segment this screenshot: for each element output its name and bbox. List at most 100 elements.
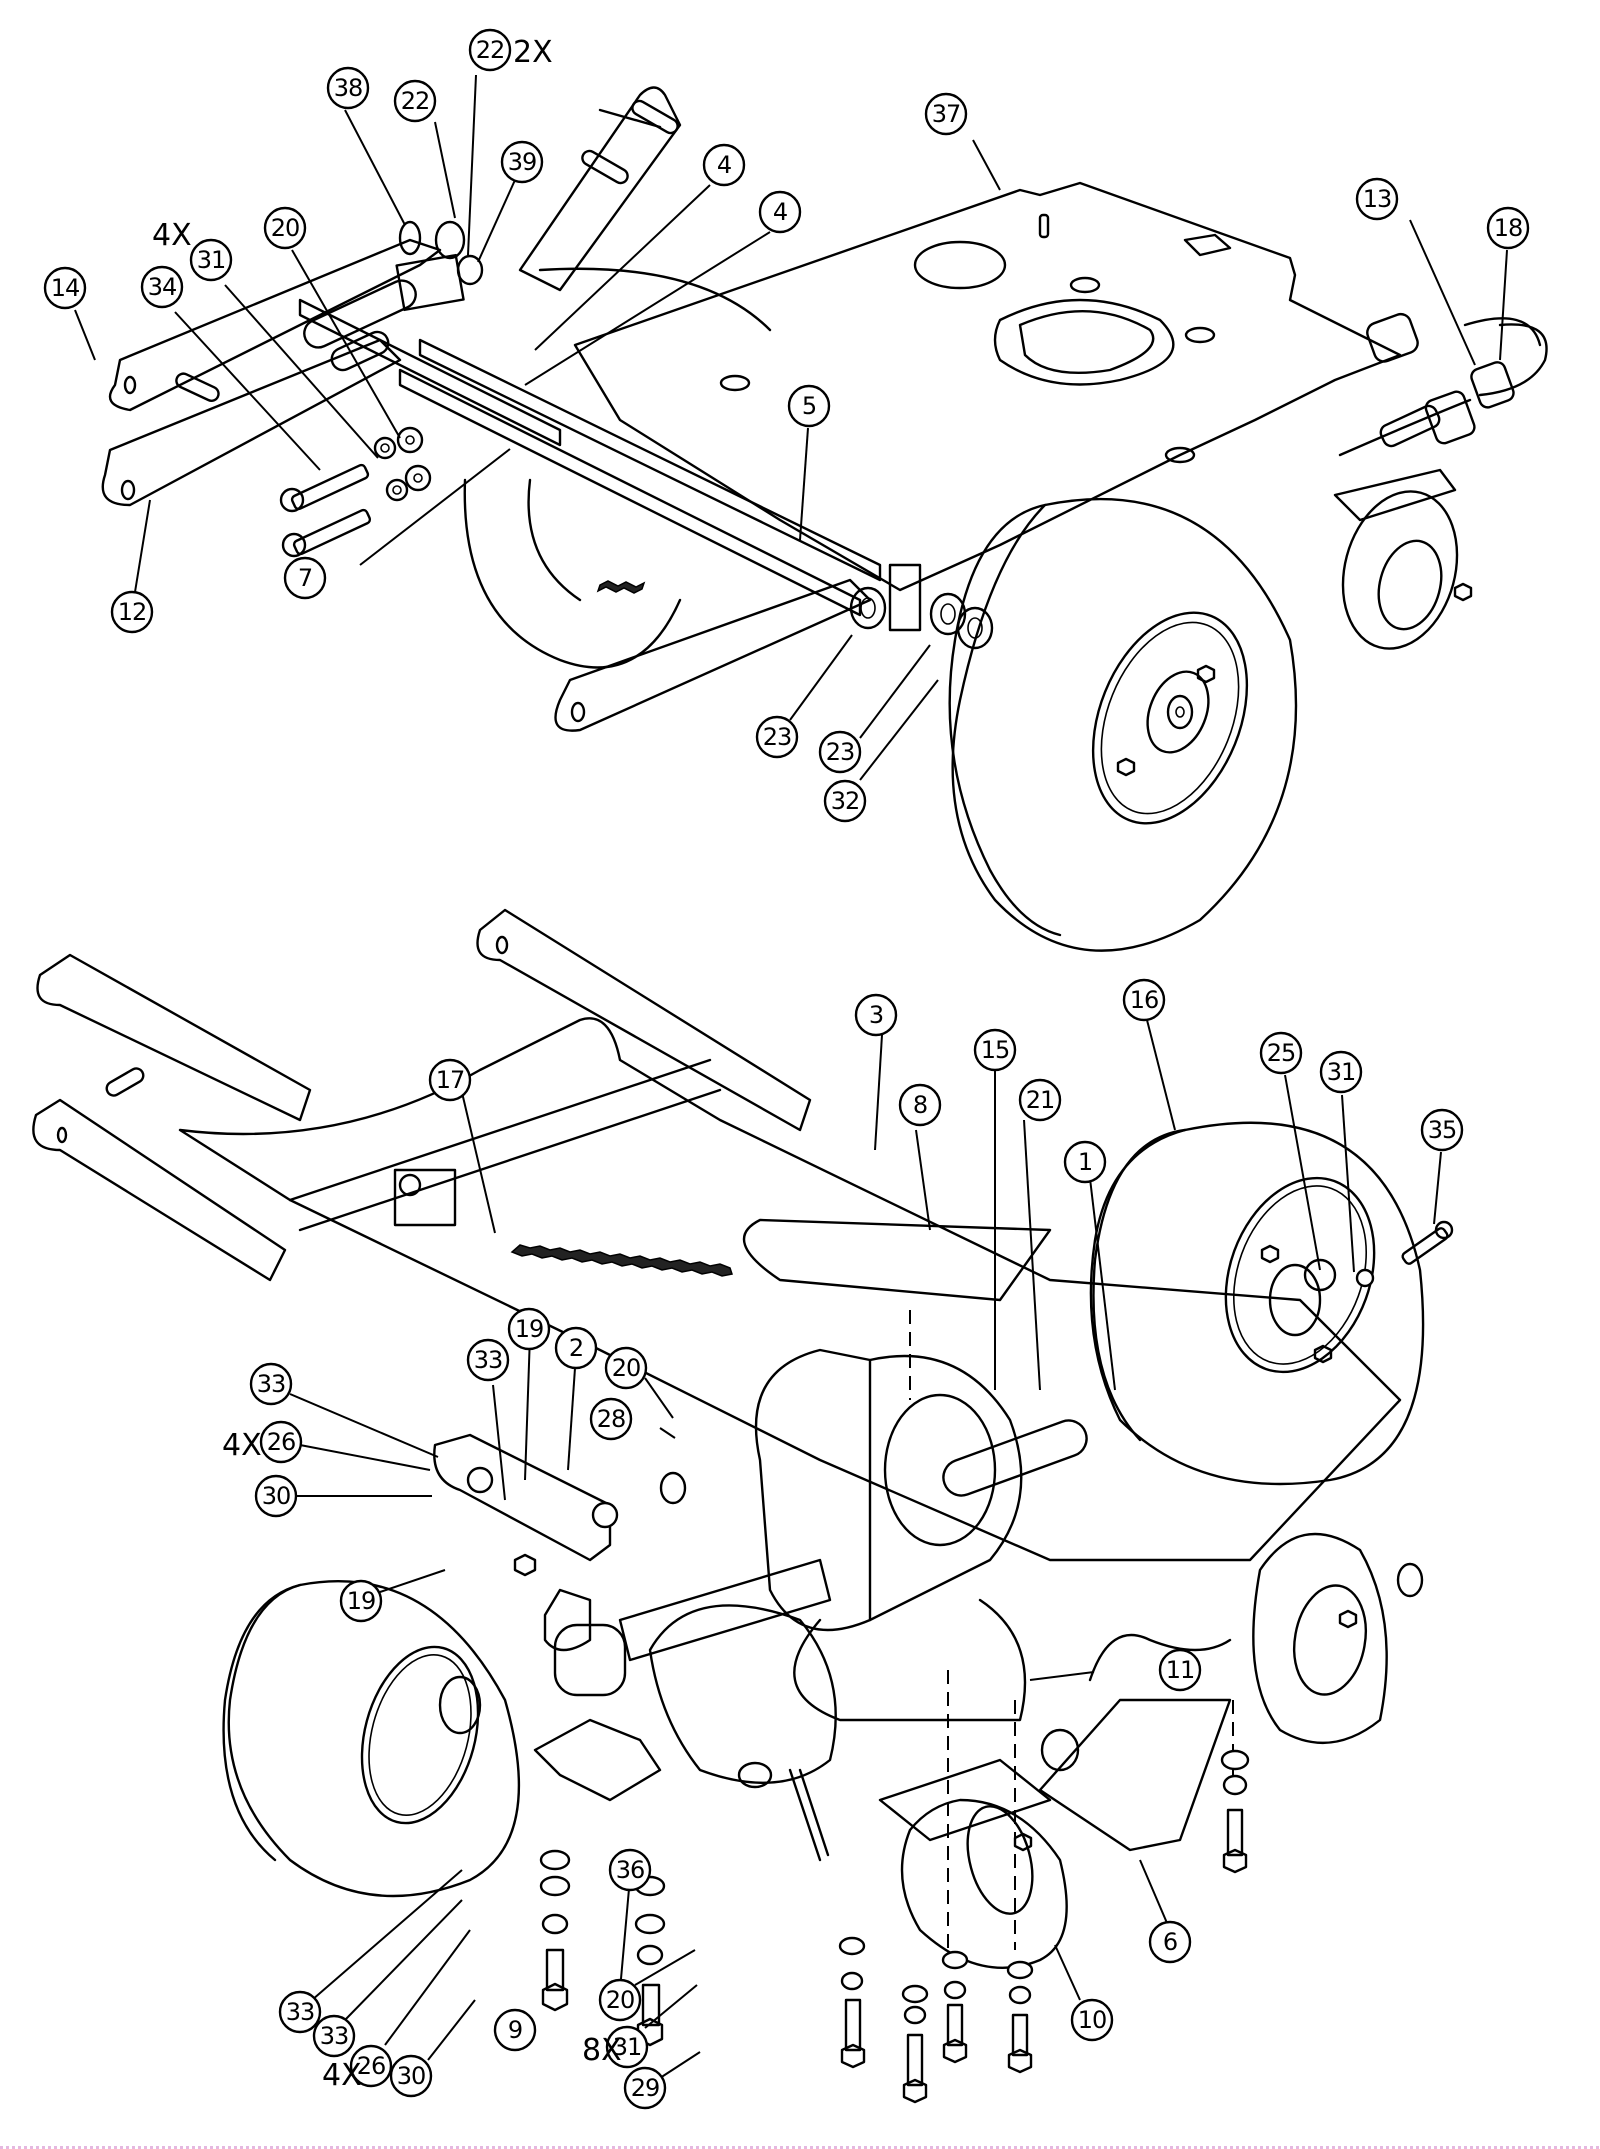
qty-2x: 2X <box>513 35 553 70</box>
knob-2 <box>659 1471 687 1505</box>
svg-text:35: 35 <box>1428 1116 1457 1144</box>
svg-text:7: 7 <box>298 564 312 592</box>
callout-29: 29 <box>623 2066 667 2110</box>
bracket-9 <box>533 1718 662 1802</box>
wheel-left <box>222 1580 662 1898</box>
svg-text:23: 23 <box>763 723 792 751</box>
front-arm <box>554 578 872 732</box>
hose-fittings <box>1338 312 1548 457</box>
callout-7: 7 <box>283 556 327 600</box>
svg-text:39: 39 <box>508 148 537 176</box>
mount-plate <box>742 1218 1052 1302</box>
callout-3: 3 <box>854 993 898 1037</box>
svg-text:30: 30 <box>397 2062 426 2090</box>
callout-18: 18 <box>1486 206 1530 250</box>
callout-5: 5 <box>787 384 831 428</box>
svg-text:1: 1 <box>1078 1148 1092 1176</box>
lower-assembly-view <box>32 908 1454 2104</box>
caster-wheel-10 <box>878 1758 1068 1969</box>
svg-text:8: 8 <box>913 1091 927 1119</box>
svg-text:17: 17 <box>436 1066 465 1094</box>
svg-text:25: 25 <box>1267 1039 1296 1067</box>
callout-6: 6 <box>1148 1920 1192 1964</box>
hose <box>1088 1633 1232 1682</box>
svg-text:31: 31 <box>197 246 226 274</box>
caster-wheel <box>1333 468 1473 650</box>
bracket <box>393 1168 457 1227</box>
callout-35: 35 <box>1420 1108 1464 1152</box>
chain <box>596 580 646 594</box>
qty-4x-lower: 4X <box>322 2058 362 2093</box>
svg-text:23: 23 <box>826 738 855 766</box>
qty-8x: 8X <box>582 2033 622 2068</box>
svg-text:2: 2 <box>569 1334 583 1362</box>
callout-20: 20 <box>263 206 307 250</box>
svg-text:33: 33 <box>320 2022 349 2050</box>
callout-30-upper: 30 <box>254 1474 298 1518</box>
callout-22-2x: 22 <box>468 28 512 72</box>
svg-text:3: 3 <box>869 1001 883 1029</box>
svg-text:26: 26 <box>357 2052 386 2080</box>
deck-hole <box>913 240 1007 290</box>
callouts: 22 2X 38 22 39 37 4 4 20 31 34 4X 14 13 … <box>43 28 1530 2110</box>
upper-assembly-view <box>101 86 1548 952</box>
callout-20-lower: 20 <box>604 1346 648 1390</box>
wheel-16 <box>1089 1121 1454 1486</box>
connector <box>737 1761 773 1789</box>
lower-arm-lower <box>32 1098 287 1282</box>
callout-26-upper: 26 <box>259 1420 303 1464</box>
callout-33c: 33 <box>278 1990 322 2034</box>
svg-text:33: 33 <box>286 1998 315 2026</box>
svg-text:4: 4 <box>717 151 731 179</box>
svg-text:6: 6 <box>1163 1928 1177 1956</box>
hardware-stack-right <box>1220 1749 1250 1874</box>
ring-pin-38 <box>398 220 422 256</box>
callout-4b: 4 <box>758 190 802 234</box>
chassis-body <box>178 1017 1402 1562</box>
callout-33b: 33 <box>249 1362 293 1406</box>
callout-26-lower: 26 <box>349 2044 393 2088</box>
deck-cutout <box>993 298 1175 386</box>
svg-text:21: 21 <box>1026 1086 1055 1114</box>
hardware-stack-middle <box>838 1936 1034 2104</box>
callout-17: 17 <box>428 1058 472 1102</box>
chain-17 <box>510 1244 733 1277</box>
svg-text:22: 22 <box>401 87 430 115</box>
callout-2: 2 <box>554 1326 598 1370</box>
svg-text:12: 12 <box>118 598 147 626</box>
svg-text:29: 29 <box>631 2074 660 2102</box>
lower-arm-upper <box>36 953 312 1122</box>
callout-31: 31 <box>189 238 233 282</box>
handle-arm <box>518 86 682 292</box>
svg-text:31: 31 <box>1327 1058 1356 1086</box>
svg-text:20: 20 <box>612 1354 641 1382</box>
callout-19a: 19 <box>507 1307 551 1351</box>
svg-text:22: 22 <box>476 36 505 64</box>
callout-10: 10 <box>1070 1998 1114 2042</box>
callout-9: 9 <box>493 2008 537 2052</box>
svg-text:4: 4 <box>773 198 787 226</box>
callout-23b: 23 <box>818 730 862 774</box>
svg-text:37: 37 <box>932 100 961 128</box>
callout-39: 39 <box>500 140 544 184</box>
callout-33a: 33 <box>466 1338 510 1382</box>
axle-bracket <box>543 1588 592 1652</box>
svg-text:20: 20 <box>271 214 300 242</box>
svg-text:15: 15 <box>981 1036 1010 1064</box>
svg-text:36: 36 <box>616 1856 645 1884</box>
callout-36: 36 <box>608 1848 652 1892</box>
svg-text:14: 14 <box>51 274 80 302</box>
callout-21: 21 <box>1018 1078 1062 1122</box>
deck-plate <box>573 181 1402 592</box>
callout-19b: 19 <box>339 1579 383 1623</box>
screw-35 <box>1401 1227 1449 1265</box>
svg-text:20: 20 <box>606 1986 635 2014</box>
brake-bracket <box>433 1433 612 1562</box>
callout-31-lower: 31 <box>1319 1050 1363 1094</box>
axle <box>618 1558 832 1662</box>
svg-text:16: 16 <box>1130 986 1159 1014</box>
callout-11: 11 <box>1158 1648 1202 1692</box>
callout-25: 25 <box>1259 1031 1303 1075</box>
arm-14 <box>108 238 442 412</box>
